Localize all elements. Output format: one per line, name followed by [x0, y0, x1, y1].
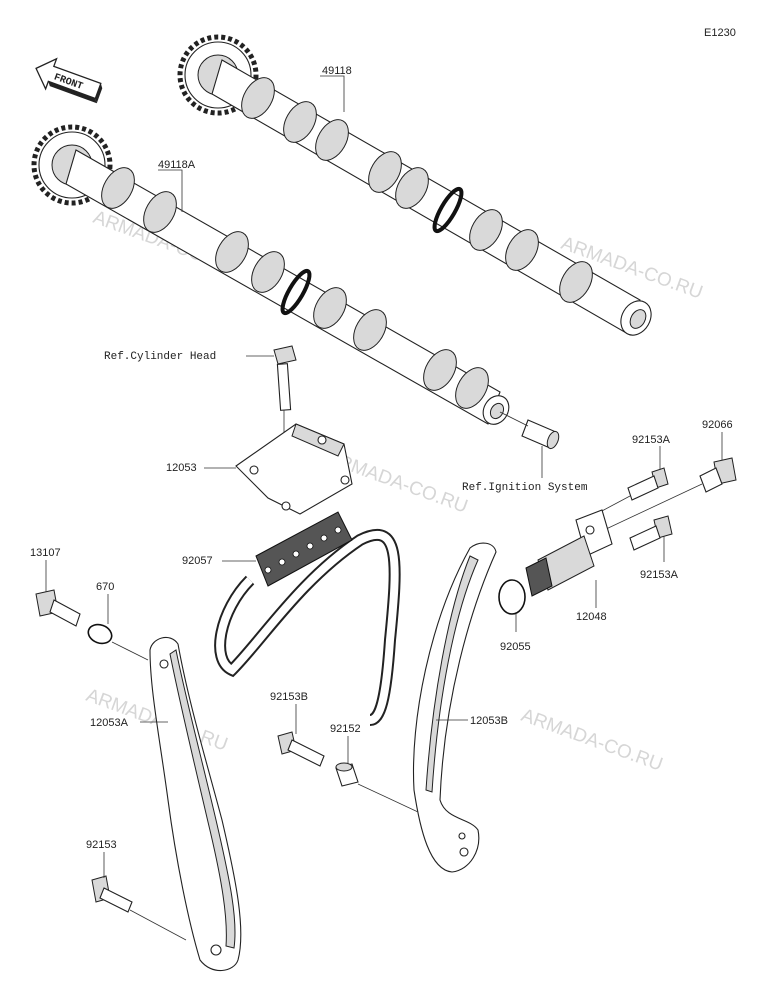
bolt-92153 [91, 875, 133, 913]
label-92152: 92152 [330, 723, 361, 735]
chain-guide-12053B [412, 542, 497, 873]
chain-guide-12053 [235, 423, 353, 515]
label-92153: 92153 [86, 839, 117, 851]
label-92153B: 92153B [270, 691, 308, 703]
label-92153A-bottom: 92153A [640, 569, 679, 581]
cam-lobes-upper [241, 77, 593, 303]
label-92055: 92055 [500, 641, 531, 653]
camshaft-49118 [177, 34, 652, 336]
label-12053: 12053 [166, 462, 197, 474]
bolt-92153A-bottom [629, 515, 673, 551]
bolt-92153A-top [627, 467, 669, 501]
label-ref-cylinder-head: Ref.Cylinder Head [104, 351, 216, 363]
label-49118: 49118 [322, 65, 352, 77]
label-13107: 13107 [30, 547, 61, 559]
label-12053A: 12053A [90, 717, 129, 729]
label-92057: 92057 [182, 555, 213, 567]
camshaft-49118A [31, 124, 510, 425]
cam-chain-92057 [214, 511, 401, 726]
watermark-5: ARMADA-CO.RU [518, 705, 665, 776]
collar-92152 [335, 762, 359, 787]
front-arrow-icon: FRONT [35, 57, 103, 104]
camshaft-seal-ring-lower [280, 268, 312, 316]
label-ref-ignition-system: Ref.Ignition System [462, 482, 588, 494]
ignition-rotor-sleeve [521, 419, 560, 450]
label-49118A: 49118A [158, 159, 196, 171]
camshaft-body-lower [65, 149, 501, 425]
cam-lobes-lower [101, 167, 489, 409]
label-12048: 12048 [576, 611, 607, 623]
camshaft-seal-ring-upper [432, 186, 464, 234]
bolt-13107 [35, 589, 81, 627]
bolt-cylinder-head [273, 345, 297, 411]
plug-92066 [699, 457, 737, 493]
o-ring-670 [87, 623, 113, 645]
cam-chain-tensioner-12048 [525, 509, 613, 597]
label-92066: 92066 [702, 419, 733, 431]
label-670: 670 [96, 581, 114, 593]
label-92153A-top: 92153A [632, 434, 671, 446]
bolt-92153B [277, 731, 325, 767]
figure-code: E1230 [704, 27, 736, 39]
o-ring-92055 [498, 579, 526, 615]
chain-guide-12053A [149, 636, 242, 972]
label-12053B: 12053B [470, 715, 508, 727]
